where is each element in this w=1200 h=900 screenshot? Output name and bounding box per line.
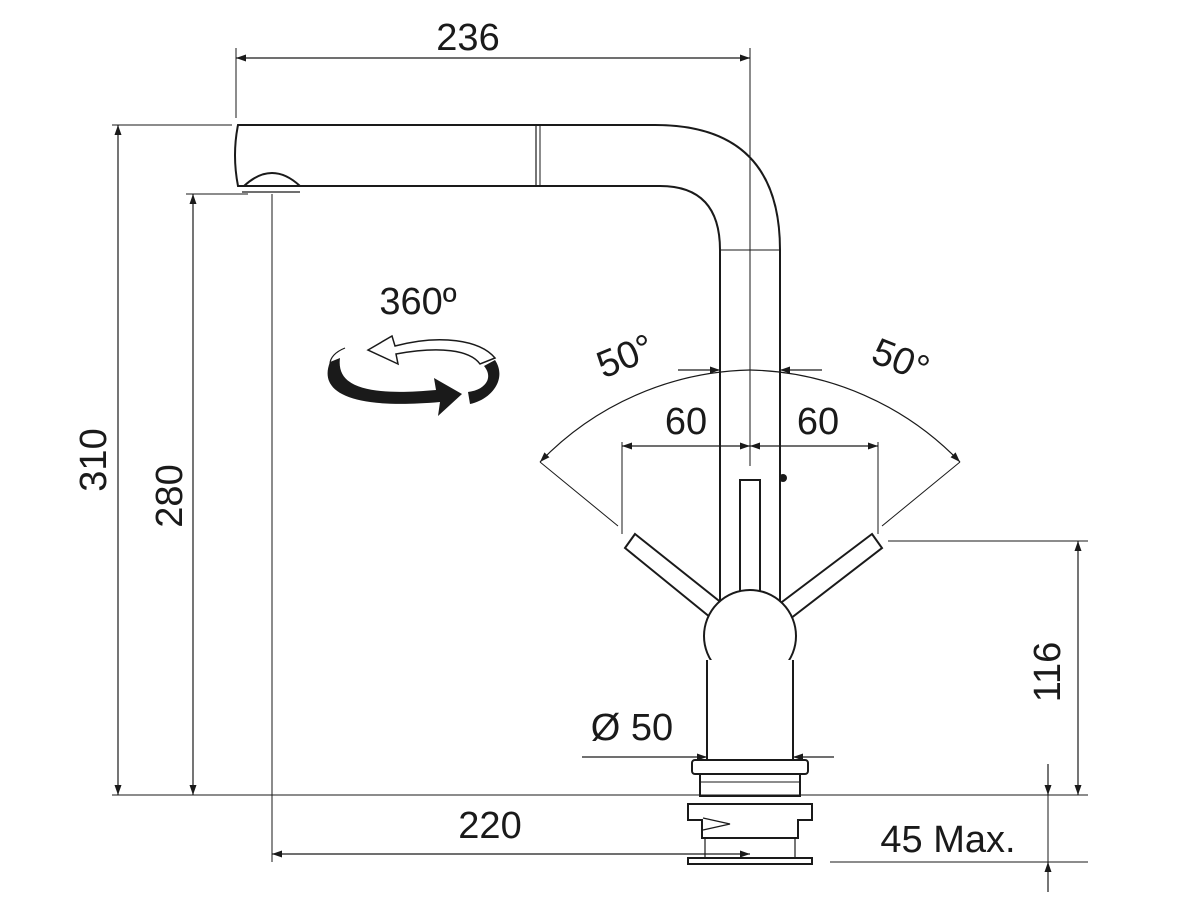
label-lever-left: 60 [665, 401, 707, 443]
body-knob [779, 474, 787, 482]
label-reach: 220 [458, 805, 521, 847]
lever-right [772, 532, 884, 624]
label-height-spout: 280 [149, 464, 191, 527]
rotation-arrow-icon [327, 334, 500, 416]
spout [234, 124, 781, 601]
label-lever-height: 116 [1027, 642, 1069, 703]
label-lever-right: 60 [797, 401, 839, 443]
label-angle-right: 50° [866, 331, 935, 391]
mount-bracket [687, 803, 813, 839]
base-ring-1 [691, 759, 809, 775]
arc-50-right [749, 369, 961, 463]
arc-50-left [539, 369, 751, 463]
label-width-top: 236 [436, 17, 499, 59]
mount-plate [687, 857, 813, 865]
label-diameter: Ø 50 [591, 707, 673, 749]
faucet-outline [234, 124, 884, 865]
label-angle-left: 50° [591, 327, 660, 387]
label-rotation: 360º [379, 281, 456, 323]
dimension-lines [114, 54, 1082, 892]
spray-nozzle [241, 172, 303, 187]
extension-lines [112, 48, 1088, 863]
label-height-total: 310 [73, 428, 115, 491]
dimension-labels: 236 310 280 360º 50° 50° 60 60 116 Ø 50 … [73, 17, 1069, 861]
base-ring-2 [699, 773, 801, 797]
label-mount: 45 Max. [880, 819, 1015, 861]
lower-body [706, 660, 794, 761]
